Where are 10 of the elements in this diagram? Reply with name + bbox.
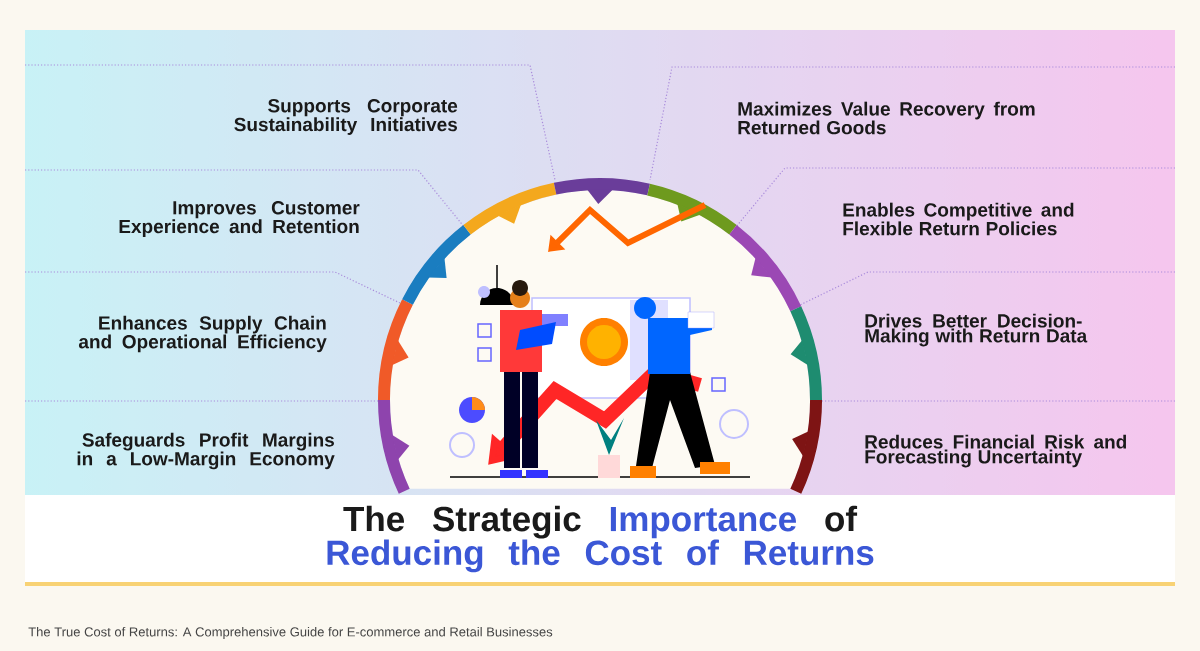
benefit-text: Enhances Supply Chain and Operational Efficiency [78,315,327,353]
benefit-text: Enables Competitive and Flexible Return Policies [843,202,1074,236]
benefit-text: Reduces Financial Risk and Forecasting Uncertainty [865,434,1126,468]
benefit-text: Improves Customer Experience and Retention [119,201,360,237]
source-note: The True Cost of Returns: A Comprehensive Guide for E-commerce and Retail Businesses [28,626,553,640]
title: The Strategic Importance of Reducing the Cost of Returns [327,505,874,573]
benefit-text: Supports Corporate Sustainability Initiatives [234,99,458,135]
benefit-text: Safeguards Profit Margins in a Low-Margin Economy [77,432,335,470]
benefit-text: Drives Better Decision-Making with Return Data [865,313,1088,347]
benefit-text: Maximizes Value Recovery from Returned Goods [738,101,1035,135]
